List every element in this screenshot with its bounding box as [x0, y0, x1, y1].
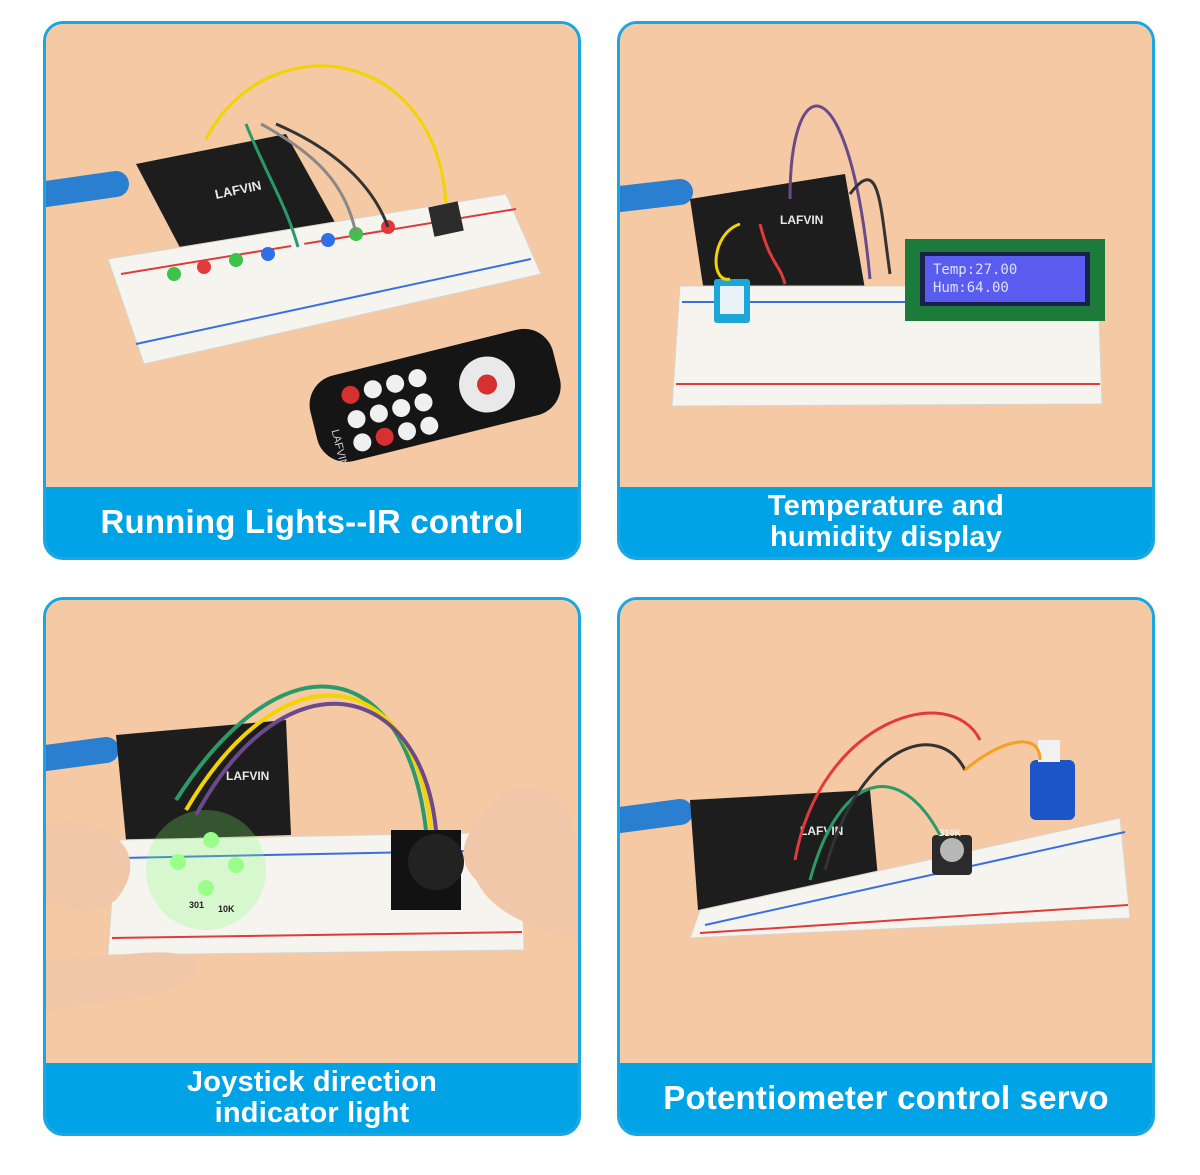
caption: Potentiometer control servo — [620, 1063, 1152, 1133]
caption: Temperature and humidity display — [620, 487, 1152, 557]
photo-potentiometer-servo: LAFVIN B10K — [620, 600, 1152, 1065]
pot-label: B10K — [938, 828, 962, 838]
project-card-potentiometer-servo: LAFVIN B10K Potentiometer control servo — [617, 597, 1155, 1136]
project-card-temperature-humidity: LAFVIN Temp:27.00 Hum:64.00 Temperature … — [617, 21, 1155, 560]
board-label: LAFVIN — [780, 213, 823, 227]
project-card-joystick: LAFVIN 301 10K Joystick directi — [43, 597, 581, 1136]
lcd-line-1: Temp:27.00 — [933, 262, 1017, 278]
resistor-label-2: 10K — [218, 904, 235, 914]
lcd-line-2: Hum:64.00 — [933, 280, 1009, 296]
resistor-label-1: 301 — [189, 900, 204, 910]
photo-running-lights-ir: LAFVIN LAFVIN — [46, 24, 578, 489]
project-card-running-lights: LAFVIN LAFVIN — [43, 21, 581, 560]
photo-joystick-indicator: LAFVIN 301 10K — [46, 600, 578, 1065]
caption: Joystick direction indicator light — [46, 1063, 578, 1133]
photo-temperature-humidity: LAFVIN Temp:27.00 Hum:64.00 — [620, 24, 1152, 489]
board-label: LAFVIN — [800, 824, 843, 838]
caption: Running Lights--IR control — [46, 487, 578, 557]
board-label: LAFVIN — [226, 769, 269, 783]
